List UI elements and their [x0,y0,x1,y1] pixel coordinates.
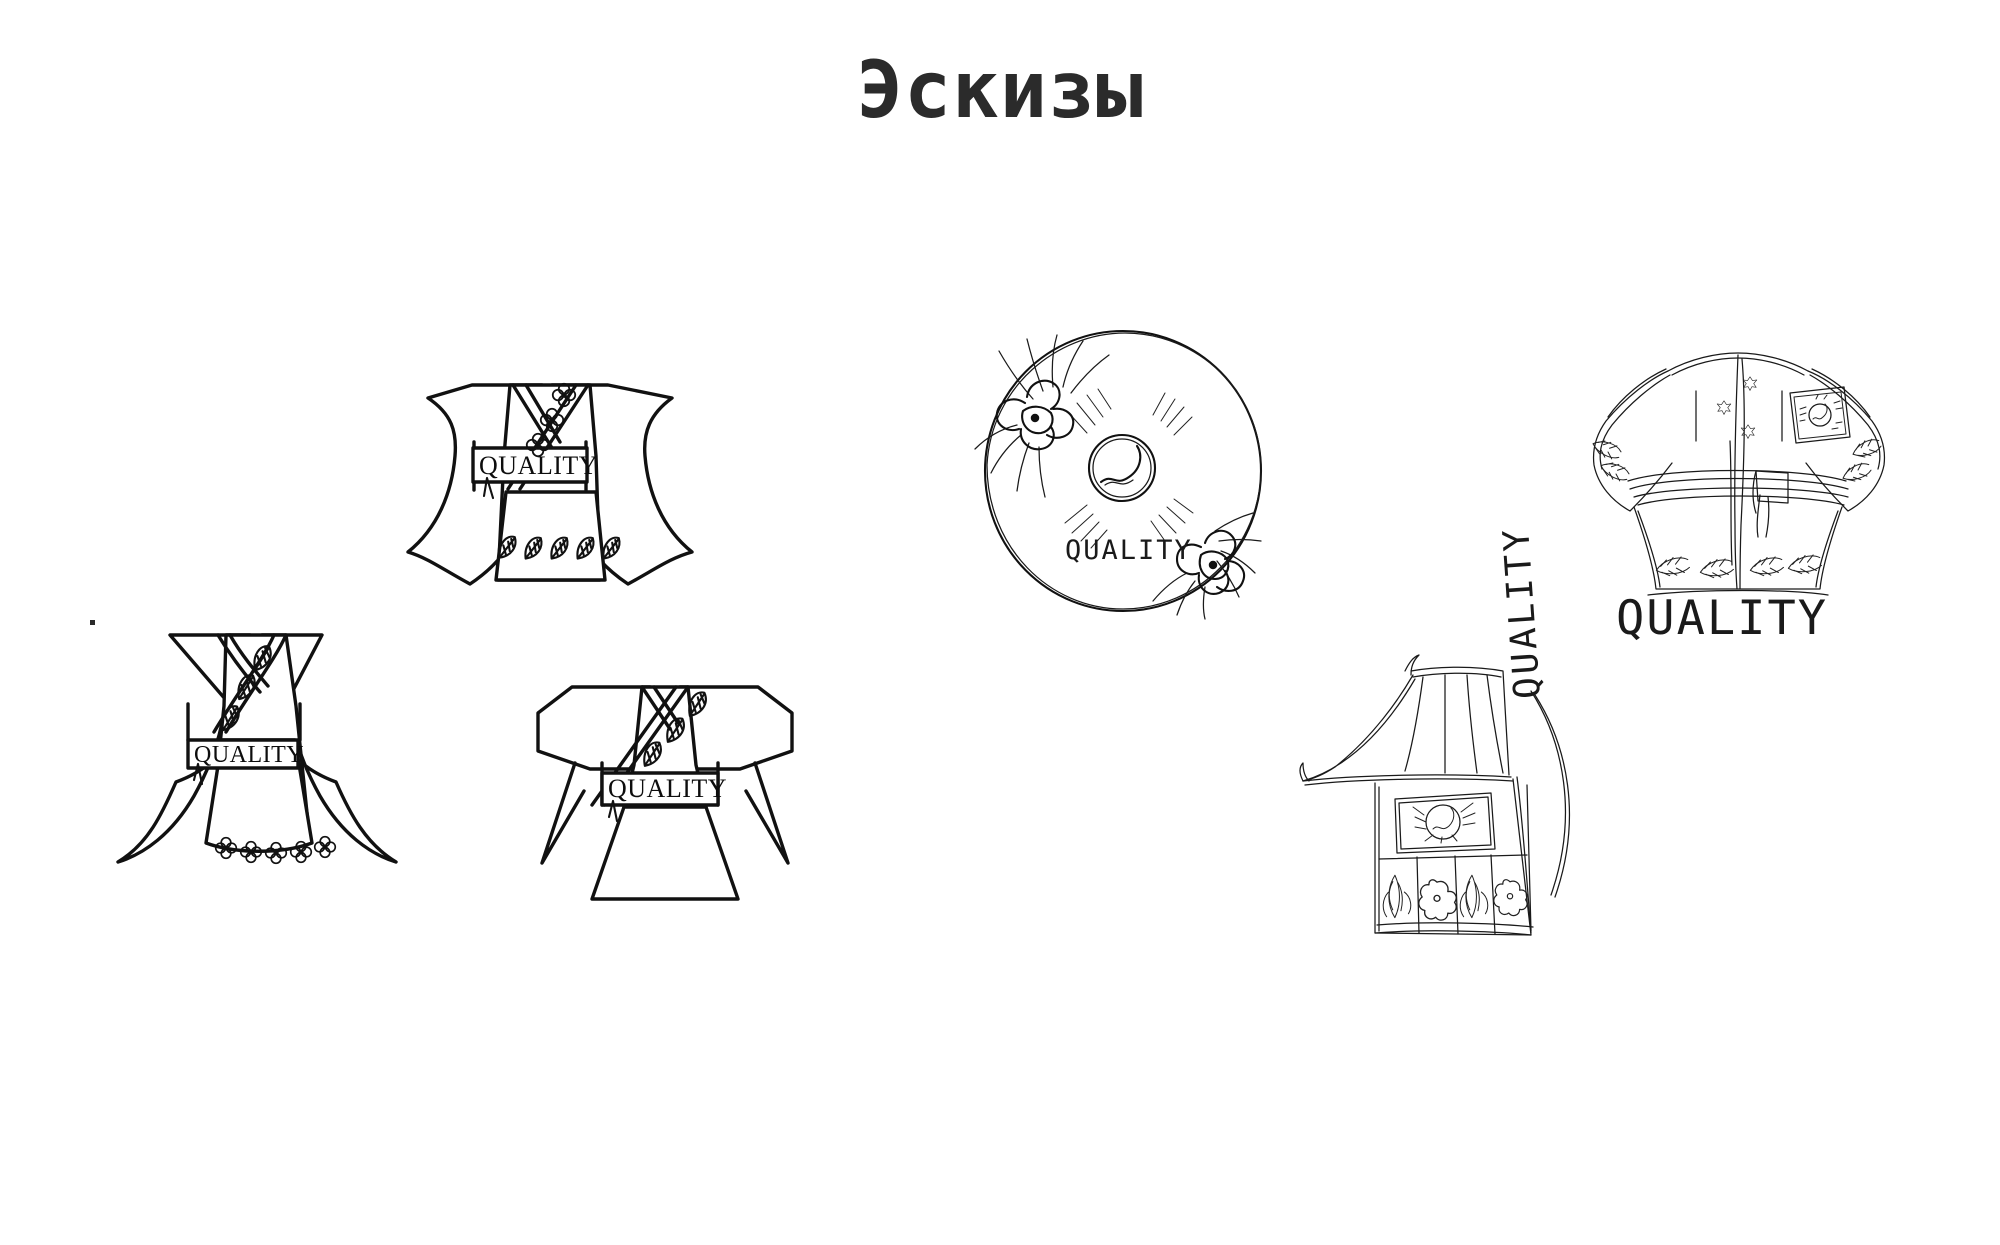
motif-flower-group [525,382,577,458]
quality-label-5: QUALITY [1616,591,1829,646]
sketch-kimono-angular-geometric[interactable]: QUALITY [520,655,810,925]
flower-icon [995,379,1075,451]
quality-label-2: QUALITY [194,742,305,768]
sketch-package-pagoda-box[interactable]: QUALITY [1295,525,1605,945]
yin-yang-icon [1087,433,1157,503]
yin-yang-icon [1425,804,1461,840]
page-title: Эскизы [856,46,1144,136]
quality-label-3: QUALITY [608,774,728,803]
quality-label-1: QUALITY [479,451,599,480]
flower-cluster-bottom-right [1152,512,1262,620]
sketch-round-emblem-badge[interactable]: QUALITY [965,325,1285,620]
flower-icon [1175,529,1246,595]
motif-leaf-hem [1655,554,1822,579]
motif-leaf-sleeves [1592,438,1882,482]
panel-motifs [1382,874,1528,921]
ink-speck [90,620,95,625]
flower-cluster-top-left [974,334,1110,498]
patch-badge [1789,386,1851,444]
radiating-lines [1064,388,1194,549]
quality-label-6: QUALITY [1495,525,1549,701]
radiating-lines [1412,802,1476,844]
quality-label-4: QUALITY [1065,535,1193,566]
sketch-kimono-flared-flowers[interactable]: QUALITY [400,352,700,602]
motif-leaf-group [498,535,621,560]
sketch-robe-sketchy-with-patch[interactable]: QUALITY [1590,345,1890,642]
sketch-kimono-wide-sleeves-leaves[interactable]: QUALITY [110,600,410,875]
motif-flower-group [1716,376,1758,439]
